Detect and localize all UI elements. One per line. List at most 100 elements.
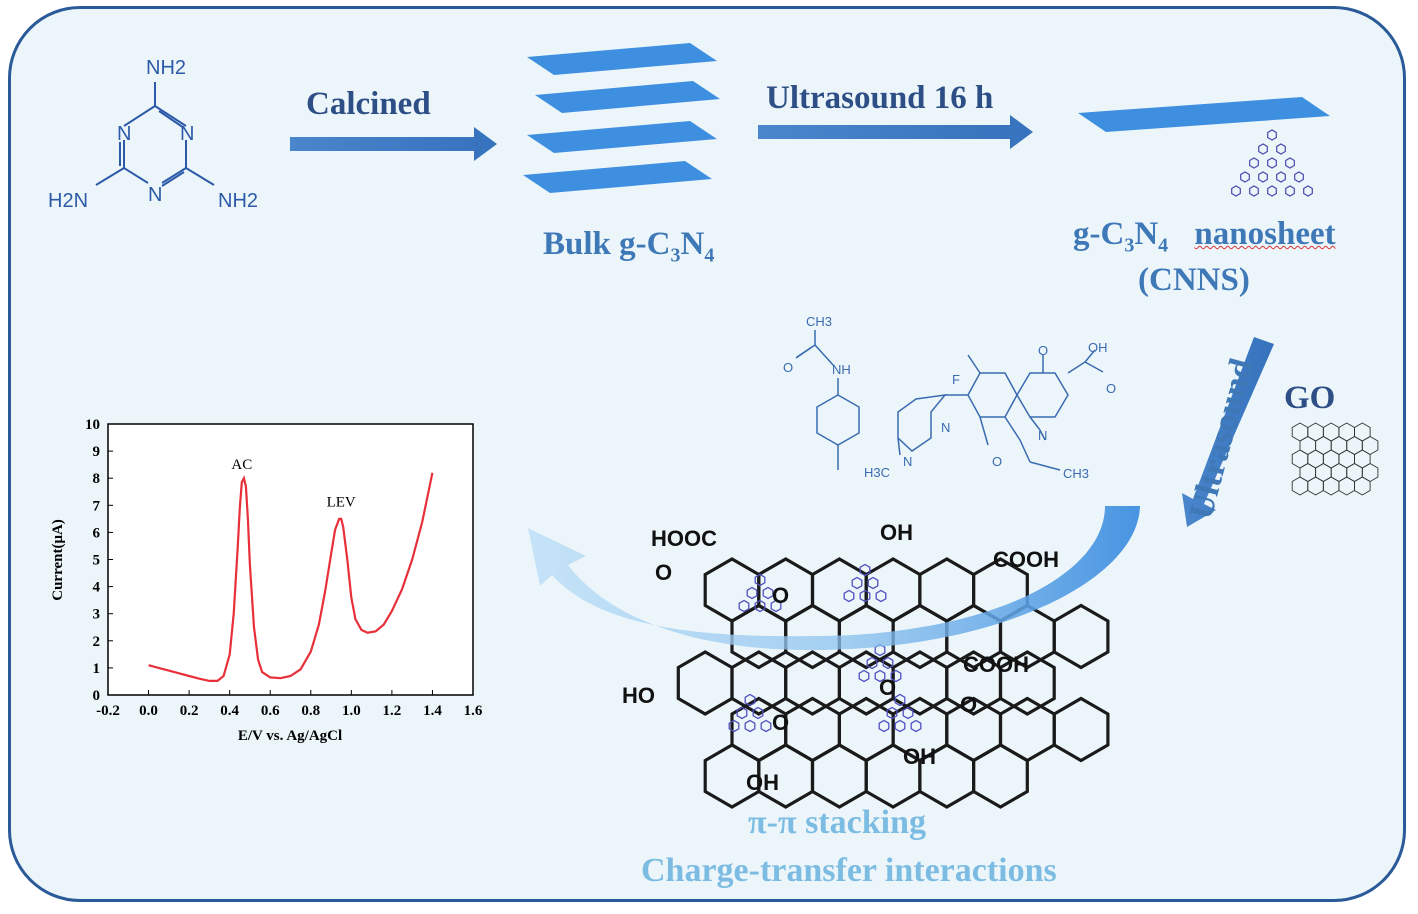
cnns-ring [736, 706, 748, 720]
charge-transfer-label: Charge-transfer interactions [641, 852, 1057, 889]
go-cnns-composite [676, 557, 1110, 809]
cnns-ring [894, 719, 906, 733]
cnns-ring [744, 693, 756, 707]
chart-ytick-label: 8 [93, 471, 101, 487]
go-ring [676, 650, 734, 716]
chart-ylabel: Current(μA) [50, 519, 66, 601]
ch3-label: CH3 [806, 314, 832, 329]
nanosheet-mid: N [1134, 216, 1159, 252]
chart-ytick-label: 9 [93, 444, 101, 460]
curved-return-arrow [528, 506, 1140, 651]
go-ring [730, 650, 788, 716]
nanosheet-ring [1285, 157, 1295, 169]
chart-annotation: AC [231, 457, 252, 473]
cnns-ring [866, 656, 878, 670]
cnns-ring [894, 693, 906, 707]
oh-top-label: OH [880, 520, 913, 545]
cnns-ring [910, 719, 922, 733]
nanosheet-plate [1078, 97, 1330, 132]
chart-ytick-label: 10 [85, 417, 100, 433]
o-epoxy-2: O [879, 675, 896, 700]
cnns-ring [843, 589, 855, 603]
go-small-ring [1354, 476, 1371, 496]
cnns-ring [762, 586, 774, 600]
melamine-nh2-right: NH2 [218, 190, 258, 212]
go-ring [971, 743, 1029, 809]
chart-xtick-label: 1.4 [423, 703, 442, 719]
cnns-ring [770, 599, 782, 613]
cnns-ring [744, 719, 756, 733]
chart-xtick-label: 0.0 [139, 703, 158, 719]
cnns-ring [882, 656, 894, 670]
nanosheet-ring [1276, 171, 1286, 183]
chart-ytick-label: 3 [93, 607, 101, 623]
calcined-label: Calcined [306, 86, 431, 122]
nanosheet-ring [1258, 143, 1268, 155]
h3c-label: H3C [864, 465, 890, 480]
chart-ytick-label: 7 [93, 498, 101, 514]
cnns-ring [859, 563, 871, 577]
nanosheet-triangle [1231, 129, 1313, 197]
cnns-ring [746, 586, 758, 600]
go-small-ring [1338, 476, 1355, 496]
chart-xtick-label: 1.2 [383, 703, 402, 719]
ultrasound-16h-arrow [758, 115, 1033, 149]
chart-ytick-label: 1 [93, 661, 101, 677]
chart-annotation: LEV [327, 495, 356, 511]
melamine-n1: N [117, 123, 131, 145]
go-ring [1052, 603, 1110, 670]
go-ring [810, 743, 868, 809]
nanosheet-ring [1267, 157, 1277, 169]
molecule-labels: CH3 O NH O OH O F N N N O H3C CH3 [783, 314, 1116, 481]
o-left-label: O [655, 560, 672, 585]
chart-series-line [148, 472, 434, 682]
nanosheet-ring [1249, 185, 1259, 197]
cooh-mid-label: COOH [963, 652, 1029, 677]
cnns-ring [738, 599, 750, 613]
nanosheet-ring [1285, 185, 1295, 197]
n-label-2: N [903, 454, 912, 469]
bulk-mid: N [680, 226, 705, 262]
cnns-ring [851, 576, 863, 590]
acetaminophen-structure [795, 330, 860, 470]
ch3-label-2: CH3 [1063, 466, 1089, 481]
cnns-ring [875, 589, 887, 603]
ho-left-label: HO [622, 683, 655, 708]
f-label: F [952, 372, 960, 387]
melamine-nh2-top: NH2 [146, 57, 186, 79]
ultrasound-16h-label: Ultrasound 16 h [766, 80, 994, 116]
cnns-ring [890, 669, 902, 683]
chart-ytick-label: 2 [93, 634, 101, 650]
chart-xtick-label: 0.6 [261, 703, 280, 719]
chart-xtick-label: 0.2 [180, 703, 199, 719]
nanosheet-ring [1303, 185, 1313, 197]
nanosheet-ring [1249, 157, 1259, 169]
cnns-ring [754, 573, 766, 587]
cnns-ring [902, 706, 914, 720]
chart-xtick-label: 0.4 [220, 703, 239, 719]
bulk-gc3n4-label: Bulk g-C3N4 [543, 226, 714, 268]
bulk-sub1: 3 [670, 244, 681, 267]
o-label-2: O [1038, 343, 1048, 358]
cnns-ring [754, 599, 766, 613]
chart-xtick-label: 1.6 [464, 703, 483, 719]
cnns-ring [886, 706, 898, 720]
cnns-ring [858, 669, 870, 683]
o-epoxy-3: O [772, 710, 789, 735]
chart-ytick-label: 6 [93, 525, 101, 541]
go-ring [998, 650, 1056, 716]
nanosheet-ring [1258, 171, 1268, 183]
cnns-label: (CNNS) [1138, 262, 1250, 298]
melamine-labels: NH2 N N N H2N NH2 [48, 57, 258, 212]
go-small-ring [1307, 476, 1324, 496]
melamine-structure [95, 82, 215, 187]
cnns-ring [760, 719, 772, 733]
go-ring [784, 650, 842, 716]
oh-bottom2-label: OH [746, 770, 779, 795]
chart-xtick-label: 1.0 [342, 703, 361, 719]
go-functional-groups: HOOC OH COOH COOH HO OH OH O O O O O [622, 520, 1059, 795]
nanosheet-word: nanosheet [1194, 216, 1336, 252]
chart-plot-area [107, 423, 474, 696]
go-small-ring [1291, 476, 1309, 496]
o-label-4: O [992, 454, 1002, 469]
